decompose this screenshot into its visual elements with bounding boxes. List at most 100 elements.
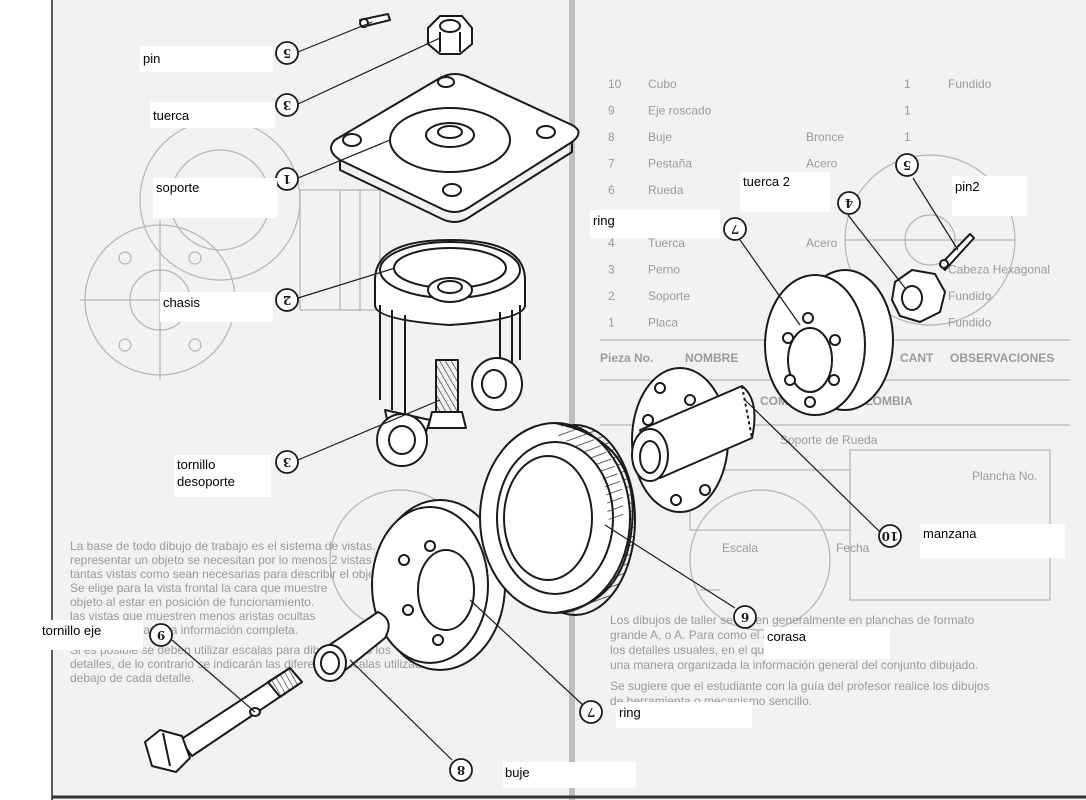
parts-table-cell: Acero <box>806 236 838 250</box>
callout-7: 8 <box>449 758 473 782</box>
parts-table-cell: Pestaña <box>648 157 692 171</box>
label-box-pin <box>140 46 273 72</box>
callout-number: 7 <box>731 222 739 236</box>
parts-table-header: NOMBRE <box>685 351 738 365</box>
callout-5: 3 <box>275 450 299 474</box>
parts-table-cell: Fundido <box>948 289 992 303</box>
parts-table-cell: Perno <box>648 263 680 277</box>
callout-number: 5 <box>903 158 911 172</box>
parts-table-cell: 10 <box>608 77 622 91</box>
flange-ring-bottom-part <box>371 499 506 671</box>
callout-10: 10 <box>878 524 902 548</box>
mounting-plate-part <box>330 73 580 223</box>
parts-table-header: Pieza No. <box>600 351 653 365</box>
label-box-tornillo-eje <box>40 620 143 650</box>
label-box-chasis <box>160 292 273 322</box>
parts-table-cell: 3 <box>608 263 615 277</box>
paragraph-line: Los dibujos de taller se hacen generalme… <box>610 613 975 627</box>
label-box-pin2 <box>952 176 1027 216</box>
label-tuerca: tuerca <box>153 108 190 123</box>
parts-table-cell: Bronce <box>806 130 844 144</box>
label-chasis: chasis <box>163 295 200 310</box>
paragraph-line: una manera organizada la información gen… <box>610 658 978 672</box>
wheel-tire-part <box>479 422 636 616</box>
chassis-part <box>374 239 526 467</box>
hex-nut-part <box>427 15 473 55</box>
parts-table-cell: Cubo <box>648 77 677 91</box>
parts-table-cell: 2 <box>608 289 615 303</box>
callout-number: 7 <box>587 705 595 719</box>
parts-table-cell: Buje <box>648 130 672 144</box>
callout-11: 7 <box>723 217 747 241</box>
plancha-label: Plancha No. <box>972 469 1037 483</box>
callout-number: 4 <box>845 196 853 210</box>
paragraph-line: tantas vistas como sean necesarias para … <box>70 567 388 581</box>
paragraph-line: detalles, de lo contrario se indicarán l… <box>70 657 434 671</box>
label-ring-top: ring <box>593 213 615 228</box>
callout-number: 9 <box>157 628 165 642</box>
callout-number: 6 <box>741 610 749 624</box>
callout-number: 8 <box>457 763 465 777</box>
parts-table-cell: 1 <box>904 104 911 118</box>
parts-table-cell: Cabeza Hexagonal <box>948 263 1050 277</box>
callout-number: 1 <box>283 172 291 186</box>
parts-table-cell: 4 <box>608 236 615 250</box>
label-buje: buje <box>505 765 530 780</box>
parts-table-cell: 1 <box>904 130 911 144</box>
callout-3: 1 <box>275 167 299 191</box>
parts-table-cell: Fundido <box>948 77 992 91</box>
callout-number: 2 <box>283 293 291 307</box>
drawing-title: Soporte de Rueda <box>780 433 878 447</box>
callout-4: 2 <box>275 288 299 312</box>
hex-nut-right-part <box>891 269 946 323</box>
bushing-part <box>313 611 390 682</box>
label-tornillo-desoporte: tornillo desoporte <box>177 457 235 489</box>
parts-table-cell: Rueda <box>648 183 684 197</box>
parts-table-cell: 1 <box>904 77 911 91</box>
label-soporte: soporte <box>156 180 200 195</box>
callout-number: 3 <box>283 98 291 112</box>
label-box-ring-top <box>590 210 720 238</box>
callout-13: 5 <box>895 153 919 177</box>
cotter-pin-right-part <box>939 233 975 271</box>
label-pin2: pin2 <box>955 179 980 194</box>
label-pin: pin <box>143 51 161 66</box>
label-box-corasa <box>764 627 890 659</box>
callout-number: 3 <box>283 455 291 469</box>
label-tuerca2: tuerca 2 <box>743 174 790 189</box>
leader-lines <box>171 21 959 761</box>
parts-table-cell: 9 <box>608 104 615 118</box>
support-bolt-part <box>427 359 467 429</box>
label-corasa: corasa <box>767 629 807 644</box>
callout-6: 9 <box>149 623 173 647</box>
background-orthographic-views <box>80 119 1051 631</box>
callout-number: 5 <box>283 46 291 60</box>
label-box-soporte <box>153 178 277 218</box>
parts-table-header: OBSERVACIONES <box>950 351 1054 365</box>
parts-table-cell: 1 <box>608 316 615 330</box>
label-manzana: manzana <box>923 526 977 541</box>
callout-number: 10 <box>882 529 899 543</box>
parts-table-cell: Placa <box>648 316 678 330</box>
hub-part <box>631 367 756 513</box>
escala-label: Escala <box>722 541 758 555</box>
paragraph-line: Si es posible se deben utilizar escalas … <box>70 643 391 657</box>
callout-12: 4 <box>837 191 861 215</box>
label-box-tuerca <box>150 102 275 128</box>
paragraph-line: Se sugiere que el estudiante con la guía… <box>610 679 990 693</box>
parts-table-cell: Eje roscado <box>648 104 712 118</box>
label-box-manzana <box>920 524 1065 558</box>
parts-table-cell: Soporte <box>648 289 690 303</box>
label-ring-bottom: ring <box>619 705 641 720</box>
label-box-buje <box>503 762 636 788</box>
parts-table-cell: 8 <box>608 130 615 144</box>
label-tornillo-eje: tornillo eje <box>42 623 102 638</box>
callout-1: 5 <box>275 41 299 65</box>
fecha-label: Fecha <box>836 541 870 555</box>
callout-bubbles: 5 3 1 2 3 9 8 7 6 10 7 4 5 <box>149 41 919 782</box>
parts-table-cell: Acero <box>806 157 838 171</box>
callout-9: 6 <box>733 605 757 629</box>
paragraph-line: debajo de cada detalle. <box>70 671 194 685</box>
